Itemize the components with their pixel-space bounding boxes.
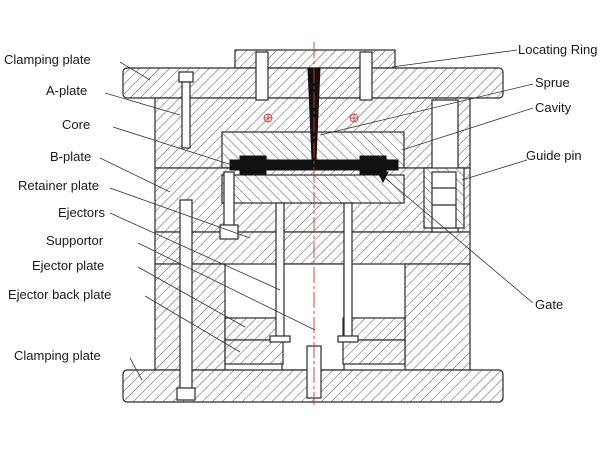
label-core: Core [62,117,91,132]
leader-retainer-plate [109,187,251,239]
ejector-pin-left [275,202,285,342]
cavity-part-right [359,155,387,175]
cavity-part-left [239,155,267,175]
leader-clamping-plate-top [119,61,151,81]
leader-gate [384,177,534,304]
leader-cavity [401,107,534,151]
bolt-locating-left [255,51,269,101]
label-a-plate: A-plate [46,83,88,98]
ejector-pin-right [343,202,353,342]
leader-b-plate [99,157,171,193]
leader-locating-ring [391,49,518,68]
ejector-back-plate [224,339,284,365]
right-spacer-block [404,263,471,371]
leader-supportor [137,242,316,331]
leader-core [112,126,233,166]
bolt-left-bottom [179,199,193,391]
label-ejector-plate: Ejector plate [32,258,105,273]
leader-ejector-back-plate [144,295,241,353]
leader-guide-pin [461,159,528,181]
label-sprue: Sprue [535,75,570,90]
label-cavity: Cavity [535,100,572,115]
bolt-retainer [223,171,235,229]
label-clamping-plate-top: Clamping plate [4,52,91,67]
label-guide-pin: Guide pin [526,148,582,163]
label-supportor: Supportor [46,233,104,248]
bolt-locating-right [359,51,373,101]
leader-sprue [319,83,534,136]
bolt-left-top [178,71,194,83]
label-b-plate: B-plate [50,149,92,164]
leader-a-plate [104,92,181,116]
retainer-plate [154,231,471,265]
gate [377,171,389,184]
leader-ejectors [109,212,281,291]
label-locating-ring: Locating Ring [518,42,598,57]
label-ejectors: Ejectors [58,205,105,220]
label-gate: Gate [535,297,564,312]
leader-ejector-plate [137,266,246,328]
label-retainer-plate: Retainer plate [18,178,99,193]
label-clamping-plate-bottom: Clamping plate [14,348,101,363]
label-ejector-back-plate: Ejector back plate [8,287,112,302]
leader-clamping-plate-bottom [129,357,143,381]
